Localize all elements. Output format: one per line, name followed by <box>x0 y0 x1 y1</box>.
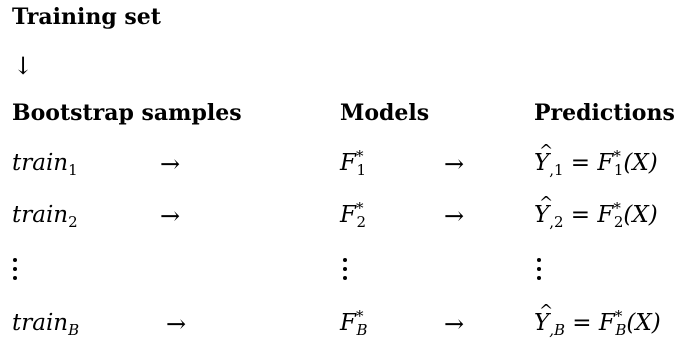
prediction-2-rhs-superscript: * <box>613 199 621 217</box>
hat-accent: ^ <box>539 141 554 161</box>
prediction-1-rhs-base: F <box>597 150 614 176</box>
diagram-title: Training set <box>12 4 161 30</box>
sample-1-subscript: 1 <box>68 161 78 179</box>
header-bootstrap-samples: Bootstrap samples <box>12 100 242 126</box>
vertical-ellipsis-icon <box>342 258 348 282</box>
right-arrow-icon: → <box>444 150 465 178</box>
sample-b-subscript: B <box>68 321 80 339</box>
sample-2: train2 <box>12 202 78 230</box>
model-b-base: F <box>340 310 356 336</box>
prediction-2-base: Y <box>534 202 550 228</box>
prediction-1-rhs-subscript: 1 <box>613 161 624 179</box>
vertical-ellipsis-icon <box>12 258 18 282</box>
header-models: Models <box>340 100 430 126</box>
prediction-1-subscript: ,1 <box>549 161 564 179</box>
model-2: F*2 <box>340 201 366 230</box>
model-b-superscript: * <box>355 307 364 325</box>
right-arrow-icon: → <box>160 202 181 230</box>
sample-b: trainB <box>12 310 79 338</box>
model-1: F*1 <box>340 149 366 178</box>
model-b: F*B <box>340 309 368 338</box>
prediction-2-rhs-base: F <box>597 202 614 228</box>
equals-sign: = <box>564 310 599 336</box>
prediction-1-rhs-argument: (X) <box>623 150 658 176</box>
equals-sign: = <box>563 150 598 176</box>
prediction-b-base: Y <box>534 310 550 336</box>
prediction-1-base: Y <box>534 150 550 176</box>
prediction-2-rhs-subscript: 2 <box>613 213 624 231</box>
header-predictions: Predictions <box>534 100 675 126</box>
sample-1-base: train <box>12 150 69 176</box>
model-1-base: F <box>340 150 356 176</box>
down-arrow-icon: ↓ <box>13 52 34 80</box>
sample-2-base: train <box>12 202 69 228</box>
prediction-b-rhs-base: F <box>598 310 615 336</box>
prediction-1-rhs-superscript: * <box>613 147 621 165</box>
right-arrow-icon: → <box>166 310 187 338</box>
right-arrow-icon: → <box>444 310 465 338</box>
prediction-b-subscript: ,B <box>549 321 565 339</box>
prediction-1: ^Y,1 = F*1(X) <box>534 143 658 178</box>
hat-accent: ^ <box>539 193 554 213</box>
prediction-2-rhs-argument: (X) <box>623 202 658 228</box>
sample-2-subscript: 2 <box>68 213 78 231</box>
prediction-b-rhs-subscript: B <box>615 321 627 339</box>
sample-1: train1 <box>12 150 78 178</box>
model-1-superscript: * <box>355 147 364 165</box>
prediction-2: ^Y,2 = F*2(X) <box>534 195 658 230</box>
equals-sign: = <box>563 202 598 228</box>
hat-accent: ^ <box>539 301 554 321</box>
prediction-b-rhs-argument: (X) <box>626 310 661 336</box>
sample-b-base: train <box>12 310 69 336</box>
prediction-b: ^Y,B = F*B(X) <box>534 303 661 338</box>
right-arrow-icon: → <box>444 202 465 230</box>
prediction-2-subscript: ,2 <box>549 213 564 231</box>
vertical-ellipsis-icon <box>536 258 542 282</box>
right-arrow-icon: → <box>160 150 181 178</box>
model-2-base: F <box>340 202 356 228</box>
model-2-superscript: * <box>355 199 364 217</box>
prediction-b-rhs-superscript: * <box>614 307 623 325</box>
model-1-subscript: 1 <box>356 161 367 179</box>
model-b-subscript: B <box>356 321 368 339</box>
model-2-subscript: 2 <box>356 213 367 231</box>
